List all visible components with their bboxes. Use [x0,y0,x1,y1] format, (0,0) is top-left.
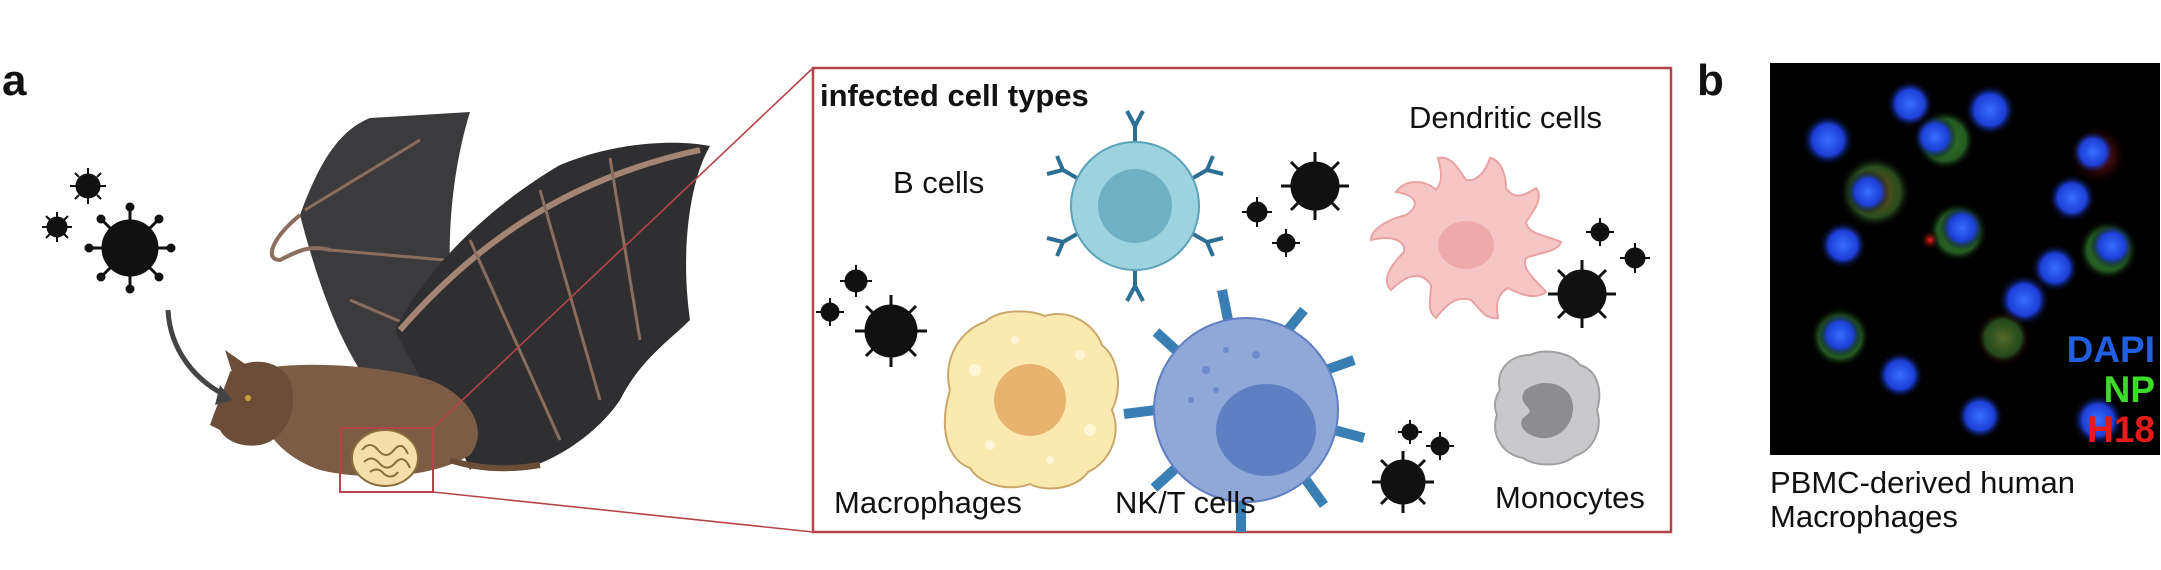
virus-icon [840,265,872,297]
virus-icon [70,168,106,204]
dendritic-cell-icon [1369,156,1563,320]
virus-icon [816,298,844,326]
label-nk-t-cells: NK/T cells [1115,485,1256,520]
legend-h18: H18 [2087,409,2155,450]
intestine-icon [351,429,419,487]
virus-icon [1272,229,1300,257]
virus-icon [42,212,72,242]
macrophage-icon [943,310,1119,490]
virus-icon [1372,451,1434,513]
label-dendritic-cells: Dendritic cells [1409,100,1602,135]
virus-icon [1281,152,1349,220]
virus-icon [1620,243,1650,273]
virus-icon [1548,260,1616,328]
virus-icon [855,295,927,367]
b-cell-icon [1046,110,1224,302]
zoom-callout [339,67,814,533]
virus-icon [1242,197,1272,227]
monocyte-icon [1493,350,1601,466]
label-macrophages: Macrophages [834,485,1022,520]
panel-letter-a: a [2,56,27,105]
infection-arrow-icon [165,309,232,405]
nk-t-cell-icon [1123,289,1366,532]
legend-np: NP [2103,369,2155,410]
box-title: infected cell types [820,78,1089,113]
virus-icon [1586,218,1614,246]
virus-icon [1398,420,1422,444]
bat-icon [210,112,710,477]
micrograph-legend: DAPI NP H18 [2040,330,2155,450]
micrograph-caption: PBMC-derived human Macrophages [1770,465,2075,534]
label-b-cells: B cells [893,165,985,200]
legend-dapi: DAPI [2066,329,2155,370]
label-monocytes: Monocytes [1495,480,1645,515]
micrograph-image [1770,63,2160,455]
virus-icon [1426,432,1454,460]
panel-letter-b: b [1697,56,1724,105]
virus-icon [84,202,176,294]
